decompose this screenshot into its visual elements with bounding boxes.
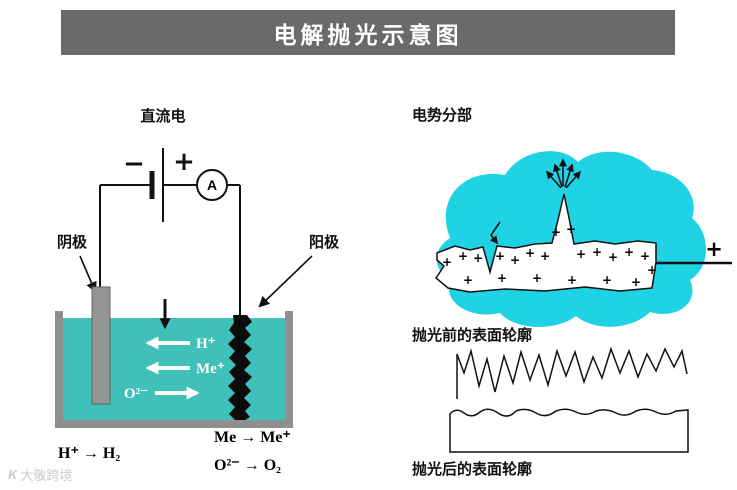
reaction-hydrogen: H⁺ → H₂ xyxy=(58,445,120,462)
battery-minus-sign: − xyxy=(123,149,145,179)
reaction-metal: Me → Me⁺ xyxy=(214,429,291,446)
h-ion-label: H⁺ xyxy=(196,336,216,352)
plus-mark: + xyxy=(532,271,542,285)
field-arrow xyxy=(564,163,574,188)
tank-wall-right xyxy=(285,311,293,428)
cathode-electrode xyxy=(91,286,111,405)
plus-mark: + xyxy=(624,245,634,259)
cathode-pointer-arrow xyxy=(79,255,97,294)
field-arrow xyxy=(545,170,562,189)
surface-profile-before xyxy=(456,346,688,399)
plus-mark: + xyxy=(473,251,483,265)
anode-plus-sign: + xyxy=(705,237,723,261)
plus-mark: + xyxy=(551,225,561,239)
title-bar: 电解抛光示意图 xyxy=(61,10,675,55)
before-profile-label: 抛光前的表面轮廓 xyxy=(412,326,532,344)
after-profile-label: 抛光后的表面轮廓 xyxy=(412,460,532,478)
plus-mark: + xyxy=(525,246,535,260)
battery-symbol xyxy=(149,148,164,222)
field-concentration-arrows xyxy=(489,158,582,245)
ammeter-label: A xyxy=(207,177,217,193)
plus-mark: + xyxy=(592,245,602,259)
plus-mark: + xyxy=(576,247,586,261)
plus-mark: + xyxy=(442,255,452,269)
plus-mark: + xyxy=(567,273,577,287)
field-arrow xyxy=(553,163,563,188)
plus-mark: + xyxy=(608,250,618,264)
anode-pointer-arrow xyxy=(258,255,313,308)
charge-plus-marks: + + + + + + + + + + + + + + + + + + + + … xyxy=(442,222,657,289)
notch-current-arrow xyxy=(489,221,501,245)
plus-mark: + xyxy=(640,249,650,263)
anode-surface-profile xyxy=(435,193,657,293)
dc-power-label: 直流电 xyxy=(140,107,185,125)
page-title: 电解抛光示意图 xyxy=(273,21,463,48)
ion-migration-arrows: H⁺ Me⁺ O²⁻ xyxy=(124,336,225,402)
plus-mark: + xyxy=(495,249,505,263)
plus-mark: + xyxy=(602,273,612,287)
watermark-text: 大敬跨境 xyxy=(20,468,73,483)
surface-profile-after xyxy=(449,408,689,453)
reaction-oxygen: O²⁻ → O₂ xyxy=(214,457,281,474)
plus-mark: + xyxy=(458,249,468,263)
circuit-wires xyxy=(99,184,241,316)
watermark-logo-icon: K xyxy=(8,467,18,482)
anode-label: 阳极 xyxy=(309,233,340,251)
o-ion-label: O²⁻ xyxy=(124,386,148,402)
plus-mark: + xyxy=(647,263,657,277)
plus-mark: + xyxy=(540,249,550,263)
field-arrow xyxy=(565,170,582,189)
plus-mark: + xyxy=(566,222,576,236)
battery-plus-sign: + xyxy=(173,147,195,177)
watermark: K 大敬跨境 xyxy=(8,465,72,484)
potential-label: 电势分部 xyxy=(412,106,472,124)
plus-mark: + xyxy=(631,275,641,289)
anode-electrode xyxy=(228,315,252,420)
tank-wall-left xyxy=(55,311,63,428)
ammeter-icon xyxy=(196,169,228,201)
plus-mark: + xyxy=(463,273,473,287)
cathode-label: 阴极 xyxy=(57,233,88,251)
me-ion-label: Me⁺ xyxy=(196,361,225,377)
plus-mark: + xyxy=(497,271,507,285)
tank-wall-bottom xyxy=(55,420,293,428)
plus-mark: + xyxy=(510,253,520,267)
